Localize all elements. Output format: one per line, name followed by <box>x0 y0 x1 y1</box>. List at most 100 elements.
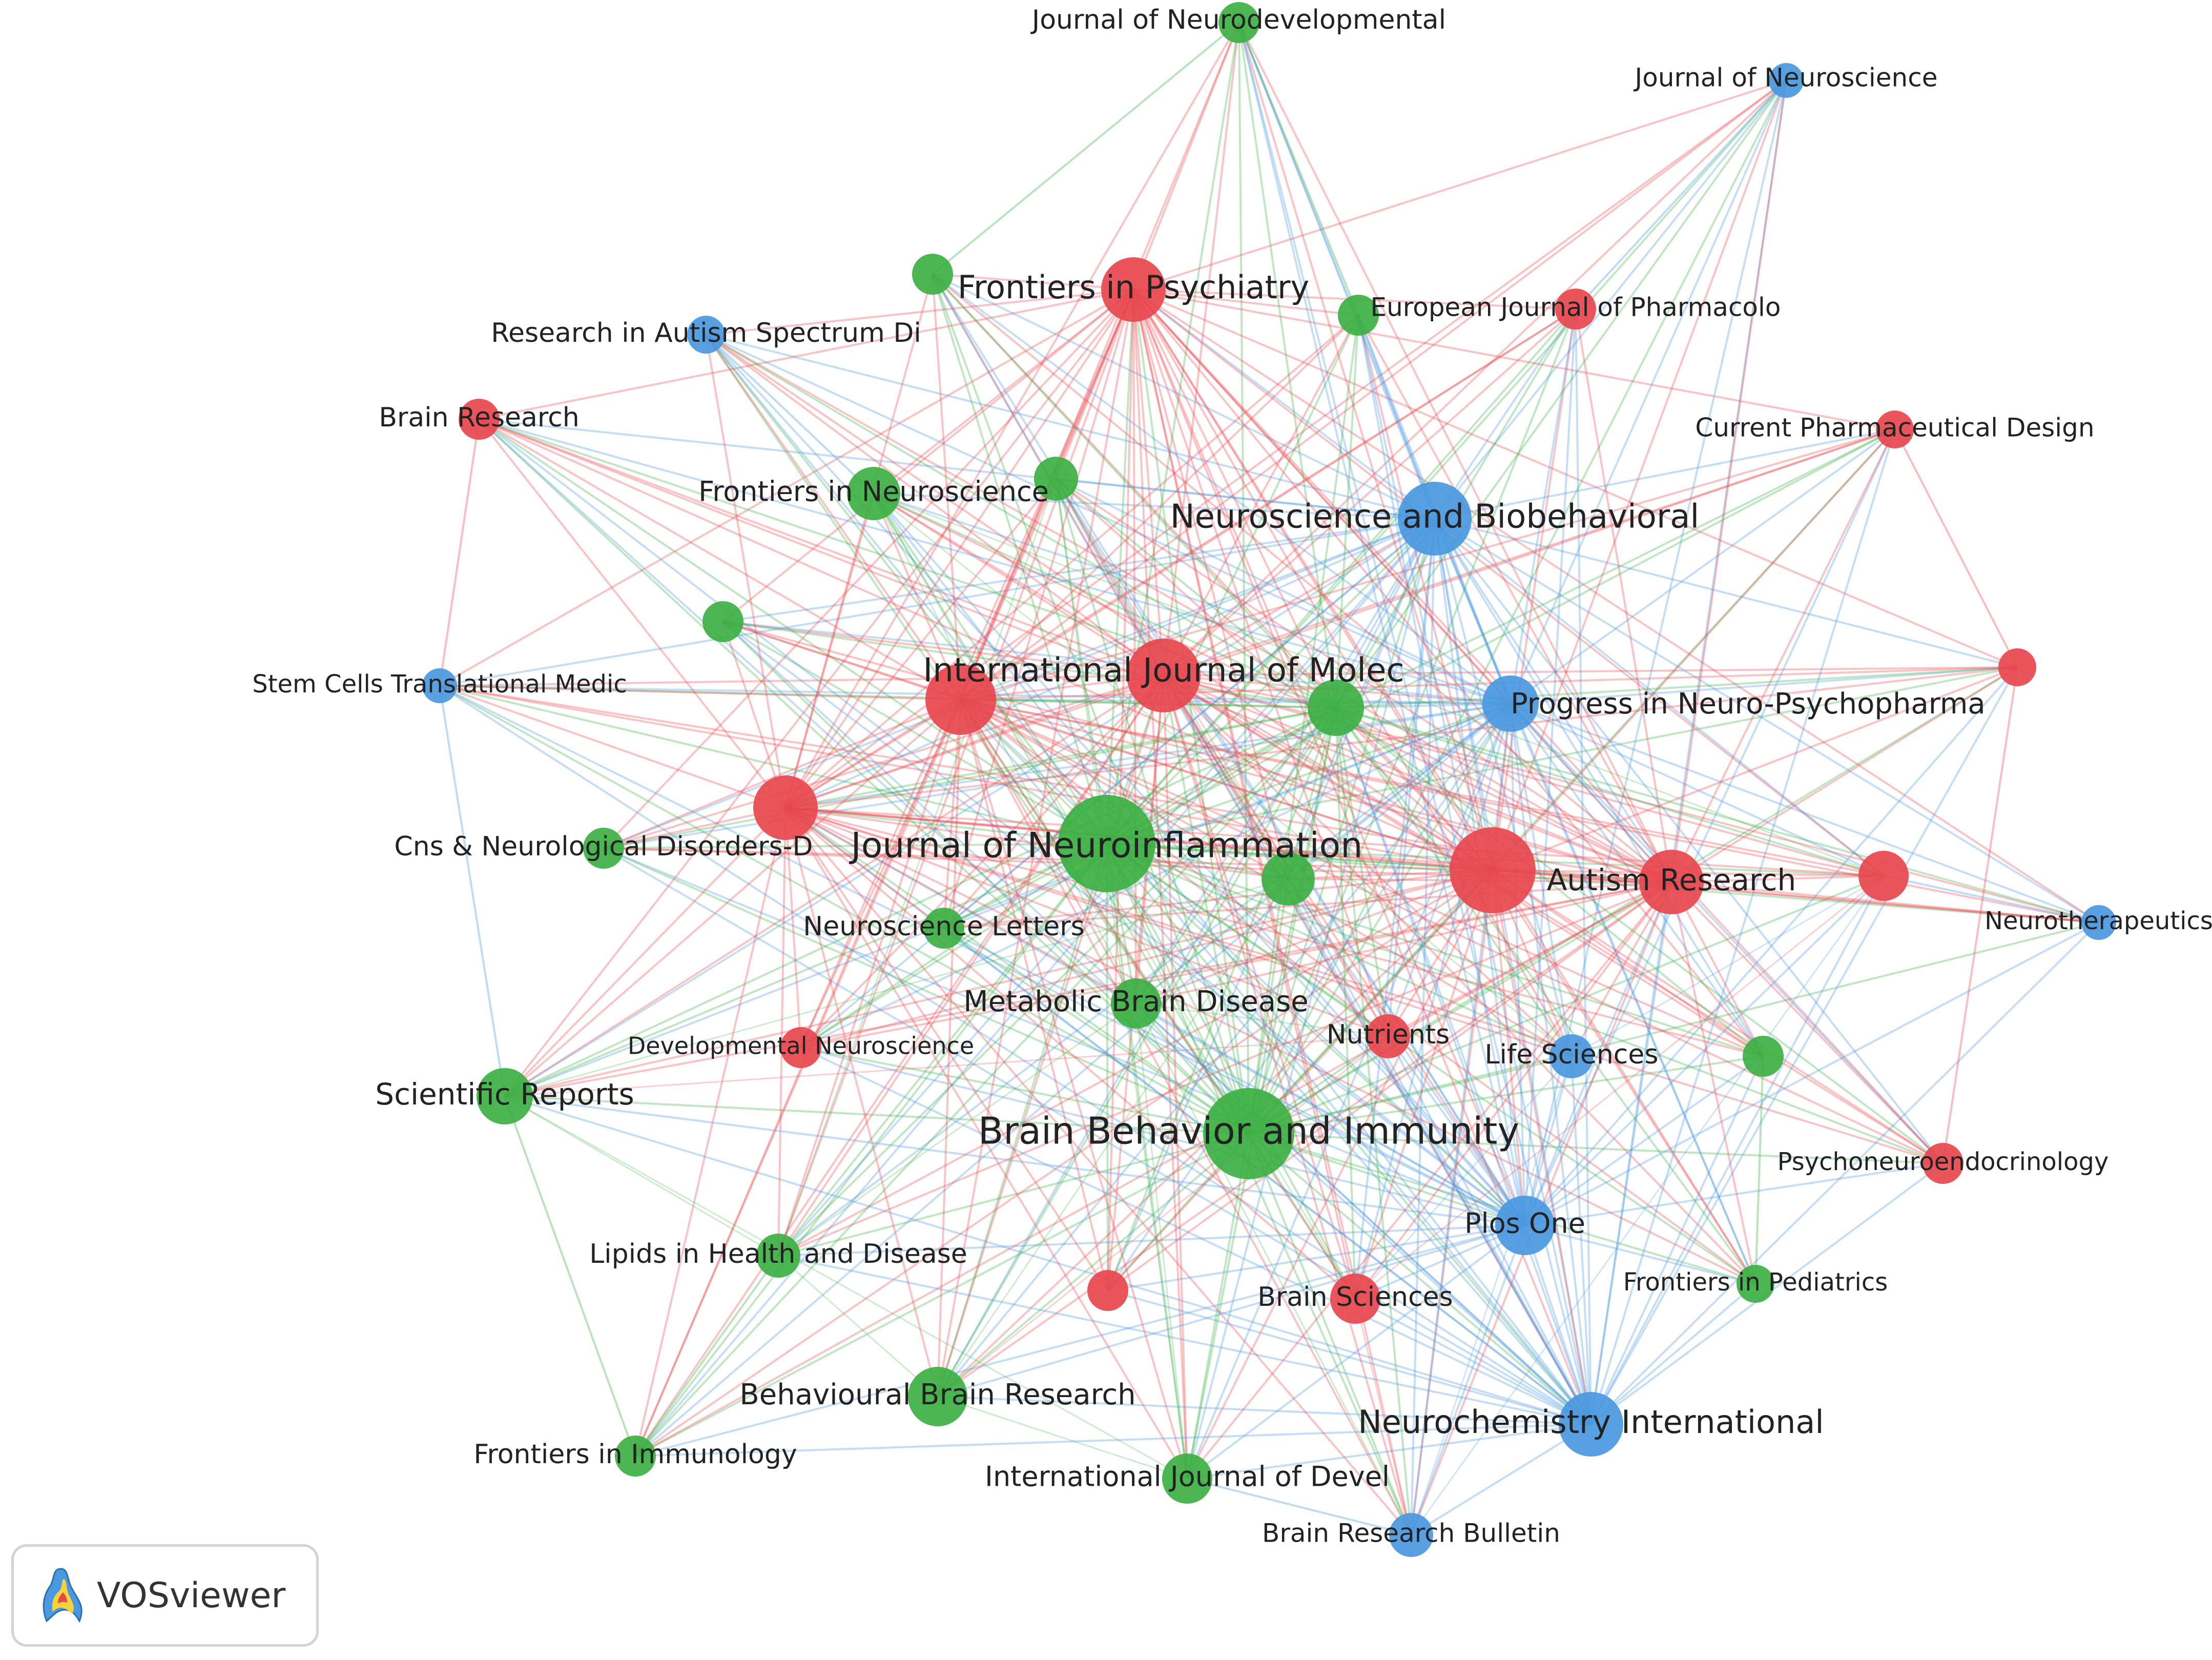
node-label-metabolic-brain[interactable]: Metabolic Brain Disease <box>963 985 1308 1018</box>
node-unlabeled-green-3[interactable] <box>1034 457 1078 501</box>
node-unlabeled-green-5[interactable] <box>1308 680 1364 736</box>
node-label-neurochemistry-int[interactable]: Neurochemistry International <box>1358 1403 1824 1441</box>
network-link <box>1883 875 2099 924</box>
node-plos-one[interactable] <box>1495 1196 1555 1255</box>
node-psychoneuroendocrinology[interactable] <box>1922 1143 1963 1184</box>
node-unlabeled-green-6[interactable] <box>1262 852 1315 906</box>
network-link <box>1335 79 1787 709</box>
node-brain-behavior-immunity[interactable] <box>1203 1088 1294 1179</box>
node-brain-sciences[interactable] <box>1330 1274 1380 1324</box>
node-unlabeled-red-4[interactable] <box>1858 851 1909 901</box>
node-brain-research[interactable] <box>459 399 500 440</box>
node-current-pharm-design[interactable] <box>1876 411 1914 448</box>
node-unlabeled-green-2[interactable] <box>1338 295 1379 336</box>
network-link <box>603 707 1336 849</box>
node-unlabeled-red-3[interactable] <box>753 775 818 840</box>
node-european-pharmacolo[interactable] <box>1555 289 1596 330</box>
node-label-frontiers-immunology[interactable]: Frontiers in Immunology <box>473 1439 797 1470</box>
node-label-int-j-devel[interactable]: International Journal of Devel <box>985 1461 1390 1493</box>
node-label-plos-one[interactable]: Plos One <box>1464 1207 1585 1240</box>
node-label-neurotherapeutics[interactable]: Neurotherapeutics <box>1984 907 2212 935</box>
node-label-frontiers-pediatrics[interactable]: Frontiers in Pediatrics <box>1623 1268 1888 1297</box>
node-label-j-neuroscience[interactable]: Journal of Neuroscience <box>1634 63 1938 93</box>
network-link <box>1510 309 1577 704</box>
node-unlabeled-red-1[interactable] <box>925 664 996 735</box>
network-link <box>1492 309 1577 871</box>
node-label-j-neuroinflammation[interactable]: Journal of Neuroinflammation <box>849 826 1363 866</box>
network-link <box>504 1095 779 1257</box>
node-j-neuroinflammation[interactable] <box>1058 795 1155 892</box>
network-link <box>478 418 1526 1226</box>
node-label-european-pharmacolo[interactable]: European Journal of Pharmacolo <box>1370 293 1781 322</box>
node-neurotherapeutics[interactable] <box>2081 905 2116 940</box>
node-label-progress-neuro[interactable]: Progress in Neuro-Psychopharma <box>1511 687 1986 721</box>
node-label-brain-sciences[interactable]: Brain Sciences <box>1257 1282 1453 1313</box>
node-label-frontiers-neuroscience[interactable]: Frontiers in Neuroscience <box>698 476 1049 508</box>
node-label-scientific-reports[interactable]: Scientific Reports <box>375 1077 634 1112</box>
node-label-lipids-health[interactable]: Lipids in Health and Disease <box>589 1239 967 1269</box>
node-unlabeled-green-7[interactable] <box>1743 1036 1784 1077</box>
node-label-neuro-biobehavioral[interactable]: Neuroscience and Biobehavioral <box>1170 498 1700 536</box>
network-link <box>800 1047 1249 1135</box>
node-stem-cells[interactable] <box>422 668 457 703</box>
node-label-life-sciences[interactable]: Life Sciences <box>1485 1039 1659 1070</box>
node-j-neurodevelopmental[interactable] <box>1218 2 1259 43</box>
node-label-brain-research[interactable]: Brain Research <box>379 402 579 433</box>
node-nutrients[interactable] <box>1366 1014 1410 1058</box>
node-unlabeled-red-2[interactable] <box>1450 827 1536 913</box>
network-link <box>1387 1036 1592 1425</box>
network-link <box>873 493 1572 1057</box>
node-scientific-reports[interactable] <box>477 1068 533 1124</box>
node-frontiers-psychiatry[interactable] <box>1101 257 1166 322</box>
node-int-j-molec[interactable] <box>1127 639 1201 712</box>
node-label-brain-research-bulletin[interactable]: Brain Research Bulletin <box>1262 1519 1560 1548</box>
node-neuro-biobehavioral[interactable] <box>1398 482 1472 556</box>
node-label-nutrients[interactable]: Nutrients <box>1327 1019 1450 1050</box>
node-label-brain-behavior-immunity[interactable]: Brain Behavior and Immunity <box>978 1110 1519 1153</box>
network-link <box>960 518 1435 701</box>
network-link <box>1335 428 1895 709</box>
node-neurochemistry-int[interactable] <box>1559 1392 1623 1457</box>
node-label-psychoneuroendocrinology[interactable]: Psychoneuroendocrinology <box>1777 1147 2109 1176</box>
network-link <box>504 878 1289 1097</box>
node-label-current-pharm-design[interactable]: Current Pharmaceutical Design <box>1695 413 2094 443</box>
node-label-research-autism[interactable]: Research in Autism Spectrum Di <box>491 318 921 349</box>
network-link <box>785 807 2099 924</box>
node-developmental-neuro[interactable] <box>780 1027 821 1068</box>
node-frontiers-neuroscience[interactable] <box>847 467 900 520</box>
node-j-neuroscience[interactable] <box>1769 63 1804 98</box>
node-brain-research-bulletin[interactable] <box>1389 1513 1433 1557</box>
node-unlabeled-green-1[interactable] <box>912 254 953 295</box>
node-label-int-j-molec[interactable]: International Journal of Molec <box>923 652 1404 690</box>
node-life-sciences[interactable] <box>1549 1034 1594 1078</box>
node-label-developmental-neuro[interactable]: Developmental Neuroscience <box>628 1032 974 1060</box>
network-link <box>873 493 1165 677</box>
node-label-neuroscience-letters[interactable]: Neuroscience Letters <box>803 911 1084 942</box>
node-neuroscience-letters[interactable] <box>923 908 964 949</box>
network-link <box>634 843 1108 1457</box>
node-frontiers-pediatrics[interactable] <box>1736 1265 1774 1303</box>
node-unlabeled-red-6[interactable] <box>1087 1270 1128 1311</box>
node-cns-neuro-disorders[interactable] <box>583 828 624 869</box>
node-int-j-devel[interactable] <box>1162 1453 1212 1504</box>
network-link <box>705 334 1108 845</box>
network-link <box>960 699 1250 1135</box>
node-lipids-health[interactable] <box>756 1234 800 1278</box>
network-link <box>1107 881 1672 1292</box>
node-autism-research[interactable] <box>1639 850 1704 914</box>
node-metabolic-brain[interactable] <box>1111 978 1161 1029</box>
node-label-behavioural-brain[interactable]: Behavioural Brain Research <box>739 1378 1135 1411</box>
node-label-autism-research[interactable]: Autism Research <box>1547 863 1796 897</box>
node-research-autism[interactable] <box>687 316 725 354</box>
node-label-cns-neuro-disorders[interactable]: Cns & Neurological Disorders-D <box>394 831 813 862</box>
node-label-j-neurodevelopmental[interactable]: Journal of Neurodevelopmental <box>1030 5 1446 35</box>
node-progress-neuro[interactable] <box>1482 675 1539 732</box>
node-unlabeled-red-5[interactable] <box>1998 648 2036 686</box>
node-label-frontiers-psychiatry[interactable]: Frontiers in Psychiatry <box>958 269 1309 306</box>
node-behavioural-brain[interactable] <box>908 1367 967 1426</box>
network-link <box>1524 309 1577 1226</box>
node-label-stem-cells[interactable]: Stem Cells Translational Medic <box>252 670 627 699</box>
network-link <box>937 699 962 1397</box>
node-unlabeled-green-4[interactable] <box>702 601 743 642</box>
node-frontiers-immunology[interactable] <box>615 1436 656 1477</box>
